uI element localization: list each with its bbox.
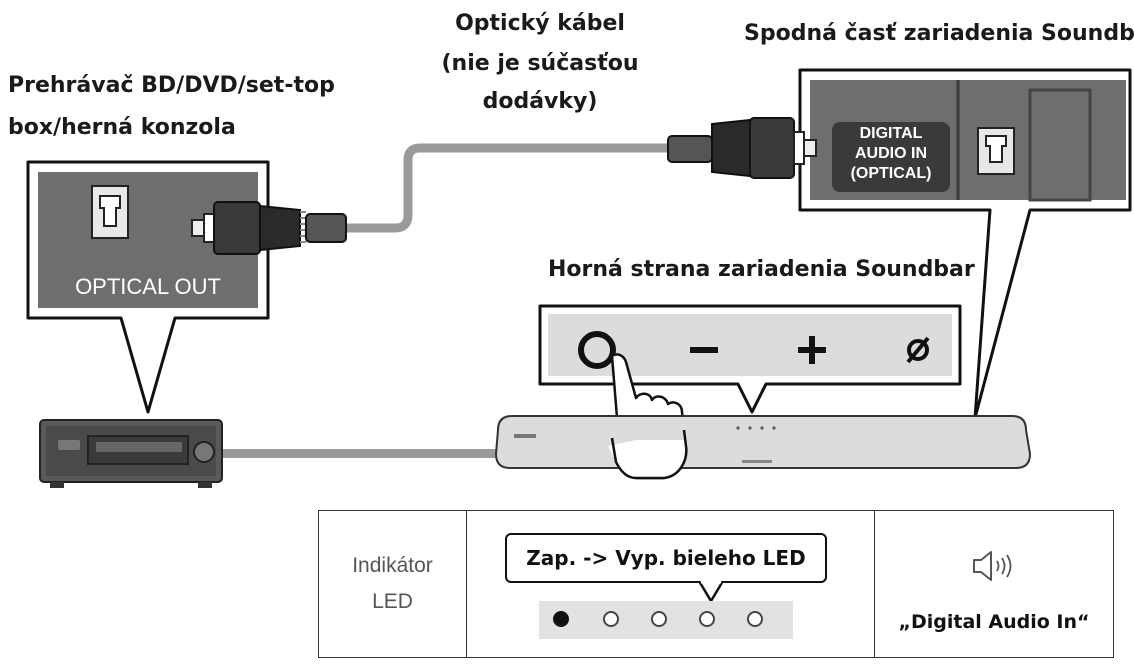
led-indicator bbox=[651, 611, 667, 627]
digital-in-port-icon bbox=[977, 127, 1015, 175]
optical-plug-icon bbox=[191, 201, 347, 255]
mode-name: „Digital Audio In“ bbox=[898, 611, 1090, 633]
led-indicator bbox=[603, 611, 619, 627]
led-callout: Zap. -> Vyp. bieleho LED bbox=[505, 533, 827, 583]
led-strip bbox=[539, 601, 793, 639]
led-row-label: Indikátor LED bbox=[319, 511, 467, 657]
bd-player-icon bbox=[39, 419, 223, 488]
source-panel bbox=[26, 160, 347, 414]
callout-pointer-icon bbox=[699, 581, 723, 603]
volume-up-icon bbox=[798, 336, 826, 364]
led-indicator bbox=[747, 611, 763, 627]
soundbar-icon bbox=[494, 415, 1032, 469]
source-device-label: Prehrávač BD/DVD/set-top box/herná konzo… bbox=[8, 73, 335, 140]
optical-cable bbox=[345, 143, 668, 233]
volume-down-icon bbox=[690, 347, 718, 353]
optical-out-label: OPTICAL OUT bbox=[75, 274, 221, 299]
soundbar-plug-icon bbox=[667, 117, 817, 179]
optical-out-port-icon bbox=[91, 185, 129, 239]
device-link-line bbox=[222, 449, 498, 458]
digital-in-label: DIGITAL AUDIO IN (OPTICAL) bbox=[850, 125, 932, 182]
mic-off-icon bbox=[906, 336, 930, 364]
power-button-icon bbox=[578, 331, 616, 369]
led-indicator bbox=[553, 611, 569, 627]
mode-cell: „Digital Audio In“ bbox=[875, 511, 1113, 657]
cable-label: Optický kábel (nie je súčasťou dodávky) bbox=[441, 11, 639, 114]
led-status-table: Indikátor LED Zap. -> Vyp. bieleho LED „… bbox=[318, 510, 1114, 658]
soundbar-top-label: Horná strana zariadenia Soundbar bbox=[548, 257, 975, 282]
soundbar-bottom-panel bbox=[798, 68, 1132, 420]
soundbar-bottom-label: Spodná časť zariadenia Soundbar bbox=[744, 21, 1134, 46]
speaker-icon bbox=[973, 551, 1012, 581]
led-indicator bbox=[699, 611, 715, 627]
led-indicator-cell: Zap. -> Vyp. bieleho LED bbox=[467, 511, 875, 657]
